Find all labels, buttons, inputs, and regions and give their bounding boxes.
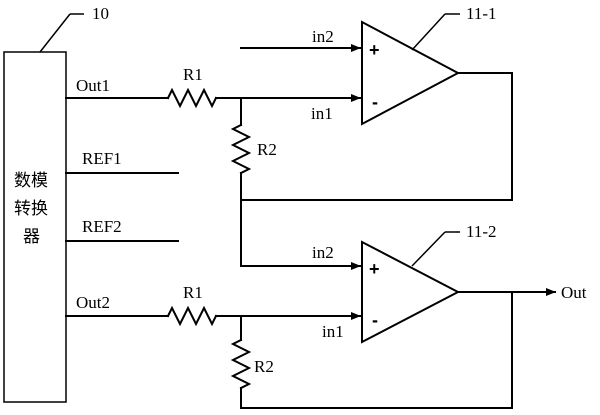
resistor-r2-bottom <box>230 338 252 390</box>
in2-bottom-label: in2 <box>312 243 334 262</box>
opamp-11-1-leader <box>411 13 446 51</box>
ref2-label: REF2 <box>82 217 122 236</box>
final-out-label: Out <box>561 283 587 302</box>
opamp-11-1-ref: 11-1 <box>466 4 497 23</box>
r1-bottom-label: R1 <box>183 283 203 302</box>
r1-top-label: R1 <box>183 65 203 84</box>
resistor-r1-top <box>166 87 218 109</box>
resistor-r2-top <box>230 123 252 175</box>
opamp-11-2-leader <box>411 231 446 267</box>
in2-top-label: in2 <box>312 27 334 46</box>
dac-title-line-2: 转换 <box>14 199 48 219</box>
ref1-label: REF1 <box>82 149 122 168</box>
opamp-11-1-minus: - <box>372 92 378 112</box>
r2-top-label: R2 <box>257 140 277 159</box>
dac-block <box>3 51 67 403</box>
opamp-11-1 <box>361 20 461 126</box>
in1-top-label: in1 <box>311 104 333 123</box>
r2-bottom-label: R2 <box>254 357 274 376</box>
opamp-11-2 <box>361 240 461 344</box>
dac-title-line-1: 数模 <box>14 171 48 191</box>
opamp-11-2-ref: 11-2 <box>466 222 497 241</box>
out2-label: Out2 <box>76 293 110 312</box>
opamp-11-2-minus: - <box>372 310 378 330</box>
in1-bottom-label: in1 <box>322 322 344 341</box>
dac-ref-label: 10 <box>92 4 109 23</box>
opamp-11-1-plus: + <box>369 40 380 60</box>
resistor-r1-bottom <box>166 305 218 327</box>
opamp-11-2-plus: + <box>369 259 380 279</box>
out1-label: Out1 <box>76 76 110 95</box>
dac-ref-leader <box>39 13 71 53</box>
dac-title-line-3: 器 <box>23 227 40 247</box>
